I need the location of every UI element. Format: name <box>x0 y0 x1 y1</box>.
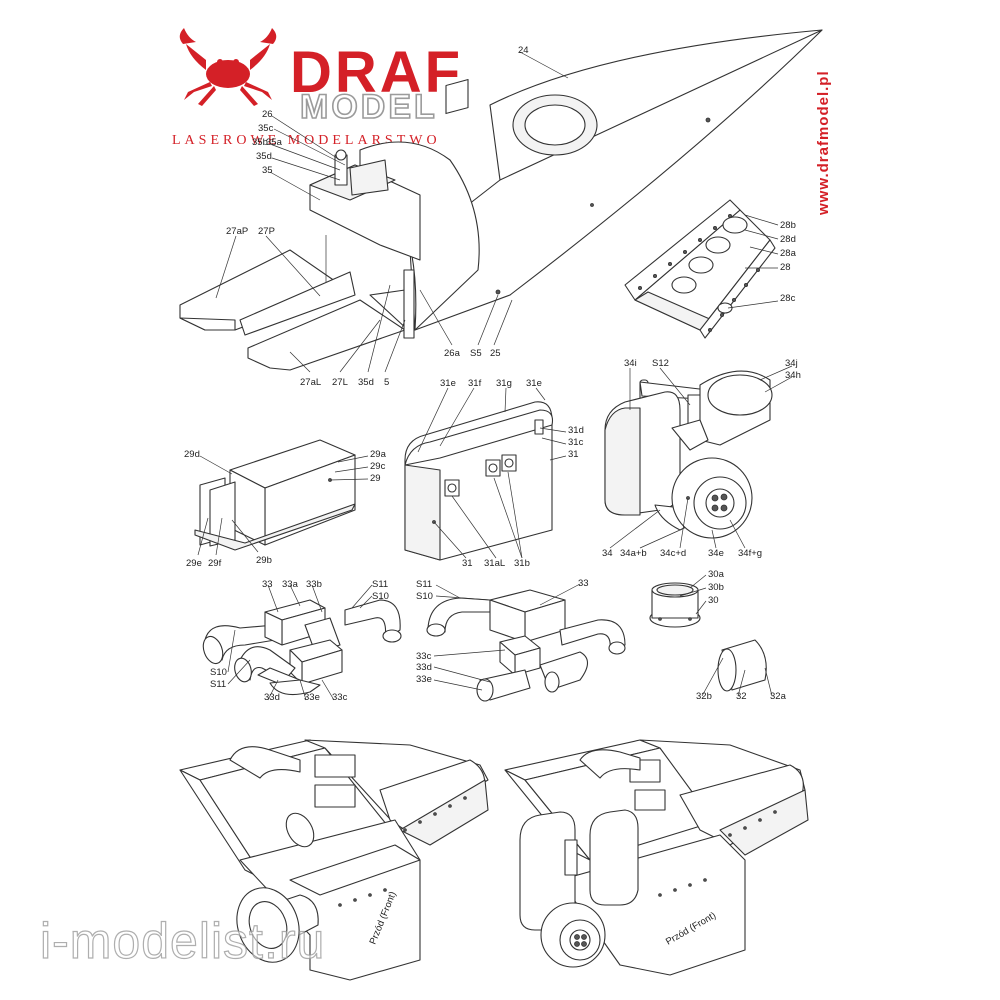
label-30a: 30a <box>708 569 725 580</box>
label-31e-b: 31e <box>526 378 542 389</box>
label-28: 28 <box>780 262 791 273</box>
label-S10-left: S10 <box>372 591 389 602</box>
assembled-engine-right <box>504 739 809 976</box>
label-29a: 29a <box>370 449 387 460</box>
radiator-31 <box>404 401 554 561</box>
label-27L: 27L <box>332 377 348 388</box>
pipe-30 <box>649 582 701 628</box>
label-35d-top: 35d <box>256 151 272 162</box>
engine-front-34 <box>604 370 773 539</box>
label-34e: 34e <box>708 548 724 559</box>
label-34f-g: 34f+g <box>738 548 762 559</box>
label-31-bottom: 31 <box>462 558 473 569</box>
cowling-assembly <box>309 29 823 331</box>
part-labels: 24 26 35c 35b 35a 35d 35 27aP 27P 27aL 2… <box>184 45 801 703</box>
box-29 <box>194 439 356 551</box>
label-27aL: 27aL <box>300 377 321 388</box>
label-33a-left: 33a <box>282 579 299 590</box>
label-31aL: 31aL <box>484 558 505 569</box>
label-35: 35 <box>262 165 273 176</box>
label-5: 5 <box>384 377 389 388</box>
label-35d-bottom: 35d <box>358 377 374 388</box>
assembled-engine-left <box>179 739 489 981</box>
exhaust-group-right <box>426 589 626 702</box>
label-S11-right: S11 <box>416 579 432 590</box>
label-S10-right: S10 <box>416 591 433 602</box>
label-29f: 29f <box>208 558 222 569</box>
label-33d-left: 33d <box>264 692 280 703</box>
label-26a: 26a <box>444 348 461 359</box>
label-29d: 29d <box>184 449 200 460</box>
label-29e: 29e <box>186 558 202 569</box>
label-S12: S12 <box>652 358 669 369</box>
label-28d: 28d <box>780 234 796 245</box>
label-28c: 28c <box>780 293 796 304</box>
crab-logo-icon <box>179 28 277 106</box>
label-33c-right: 33c <box>416 651 432 662</box>
label-32a: 32a <box>770 691 787 702</box>
label-28a: 28a <box>780 248 797 259</box>
label-S10-left-2: S10 <box>210 667 227 678</box>
label-33e-right: 33e <box>416 674 432 685</box>
label-30: 30 <box>708 595 719 606</box>
valve-cover-28 <box>624 199 776 339</box>
label-35c: 35c <box>258 123 274 134</box>
cone-32 <box>717 639 767 692</box>
label-30b: 30b <box>708 582 724 593</box>
brand-name: DRAF <box>290 40 463 105</box>
label-34a-b: 34a+b <box>620 548 647 559</box>
label-31c: 31c <box>568 437 584 448</box>
label-34i: 34i <box>624 358 637 369</box>
label-34h: 34h <box>785 370 801 381</box>
label-26: 26 <box>262 109 273 120</box>
cowling-side-panel-25 <box>409 29 823 331</box>
label-34j: 34j <box>785 358 798 369</box>
brand-website: www.drafmodel.pl <box>815 70 832 216</box>
brand-tagline: LASEROWE MODELARSTWO <box>172 133 441 148</box>
label-29: 29 <box>370 473 381 484</box>
label-35a: 35a <box>266 137 283 148</box>
label-32: 32 <box>736 691 747 702</box>
label-31: 31 <box>568 449 579 460</box>
label-31f: 31f <box>468 378 482 389</box>
label-29c: 29c <box>370 461 386 472</box>
watermark-text: i-modelist.ru <box>40 913 325 969</box>
label-27P: 27P <box>258 226 275 237</box>
leader-lines <box>197 51 793 701</box>
label-33d-right: 33d <box>416 662 432 673</box>
label-29b: 29b <box>256 555 272 566</box>
intake-box <box>445 79 469 115</box>
label-25: 25 <box>490 348 501 359</box>
label-33-right: 33 <box>578 578 589 589</box>
label-33b-left: 33b <box>306 579 322 590</box>
label-33c-left: 33c <box>332 692 348 703</box>
label-27aP: 27aP <box>226 226 248 237</box>
label-33e-left: 33e <box>304 692 320 703</box>
label-34: 34 <box>602 548 613 559</box>
label-31g: 31g <box>496 378 512 389</box>
label-31b: 31b <box>514 558 530 569</box>
exhaust-group-left <box>202 599 402 696</box>
label-35b: 35b <box>252 137 268 148</box>
label-31e-a: 31e <box>440 378 456 389</box>
brand-model: MODEL <box>300 88 438 126</box>
label-34c-d: 34c+d <box>660 548 686 559</box>
label-S11-left-2: S11 <box>210 679 226 690</box>
label-S11-left: S11 <box>372 579 388 590</box>
label-24: 24 <box>518 45 529 56</box>
label-28b: 28b <box>780 220 796 231</box>
label-S5: S5 <box>470 348 482 359</box>
label-33-left: 33 <box>262 579 273 590</box>
label-31d: 31d <box>568 425 584 436</box>
label-32b: 32b <box>696 691 712 702</box>
floor-panels-27 <box>179 235 415 371</box>
